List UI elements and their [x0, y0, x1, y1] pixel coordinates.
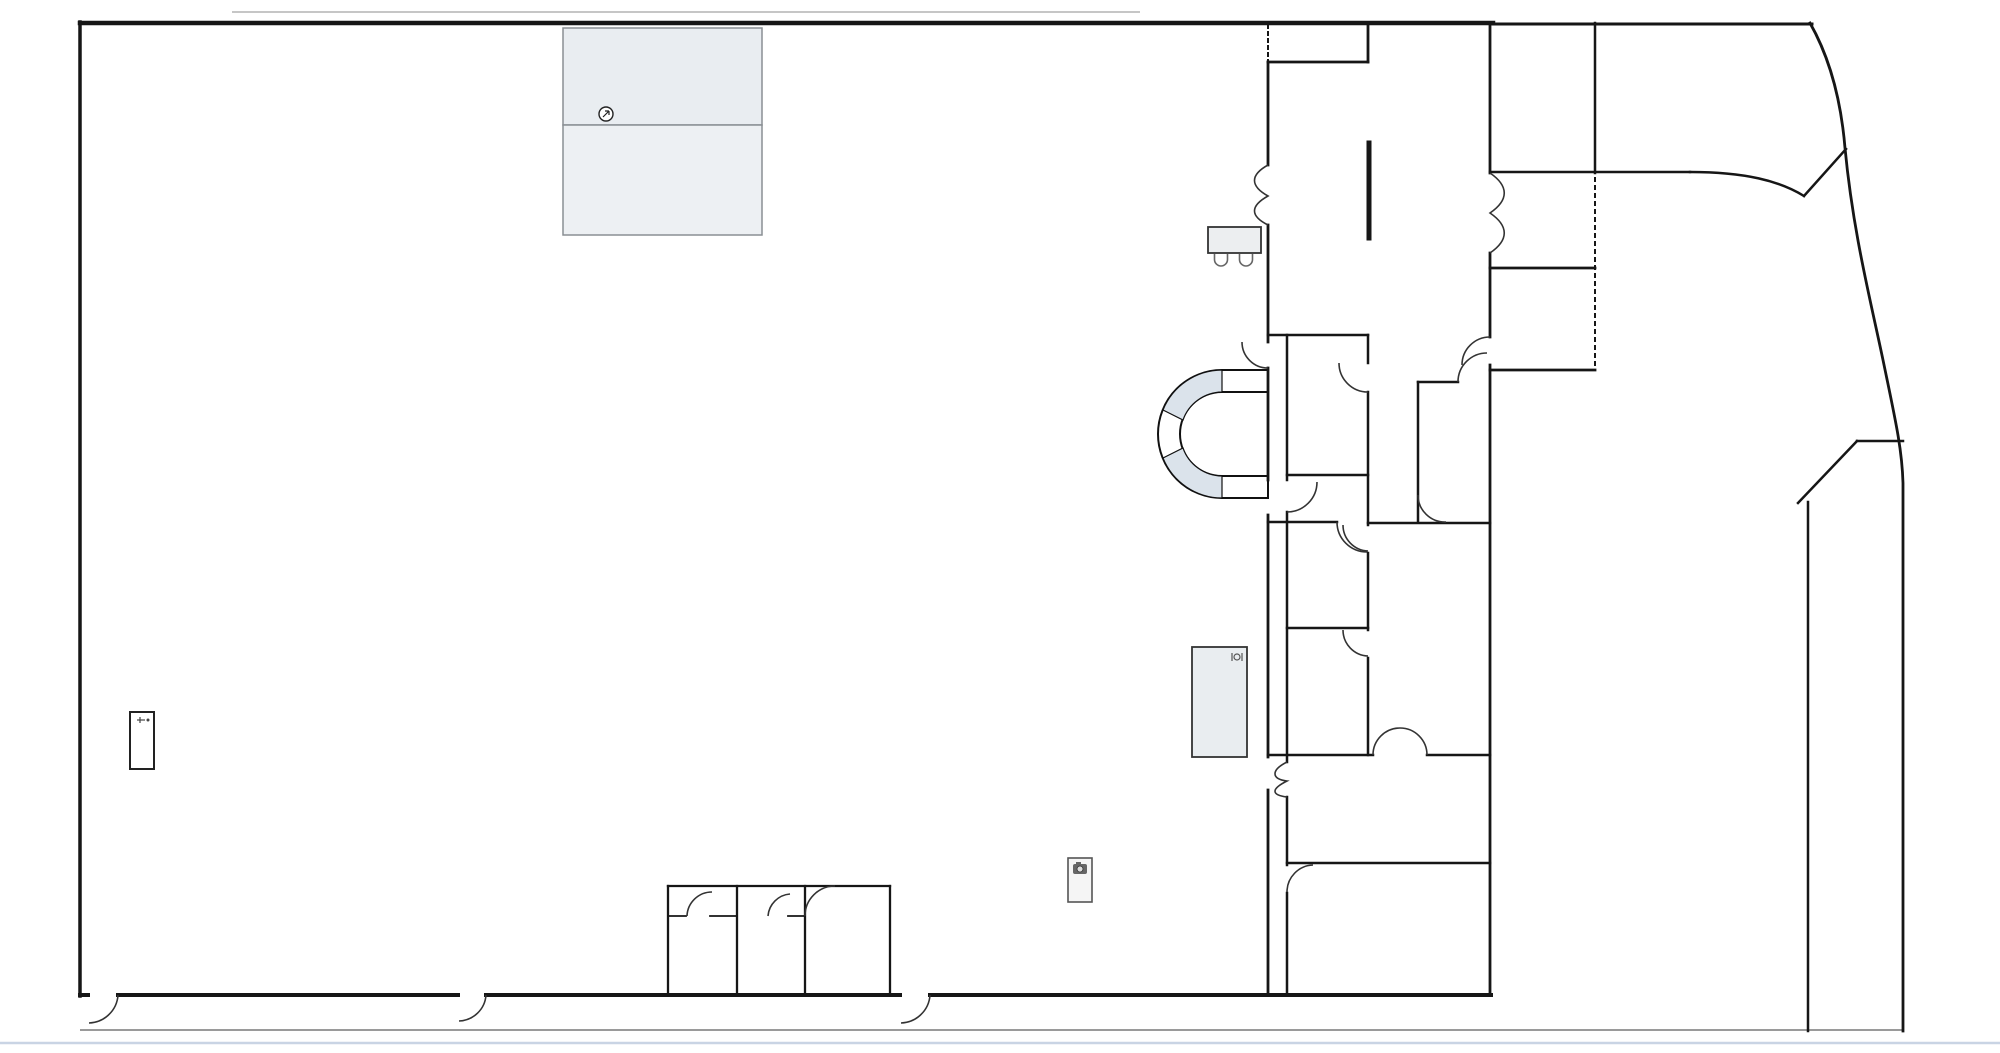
stage-rotate-icon[interactable] [598, 106, 614, 122]
walls [77, 20, 1905, 1033]
stage-area[interactable] [562, 27, 763, 126]
camera-icon [1073, 862, 1087, 874]
bar-left-icon [137, 717, 150, 723]
floor-areas [129, 27, 1269, 770]
buffet-icon [1231, 653, 1243, 661]
scan-artifacts [0, 11, 2000, 1045]
restrooms-walls [666, 884, 892, 997]
photo-booth[interactable] [1067, 857, 1093, 903]
icons [137, 106, 1243, 723]
registration-table[interactable] [1207, 226, 1262, 267]
bar-left-table[interactable] [129, 711, 155, 770]
dance-floor-area[interactable] [562, 124, 763, 236]
bar-right[interactable] [1157, 369, 1269, 499]
buffet-table[interactable] [1191, 646, 1248, 758]
doors[interactable] [88, 164, 1506, 1024]
